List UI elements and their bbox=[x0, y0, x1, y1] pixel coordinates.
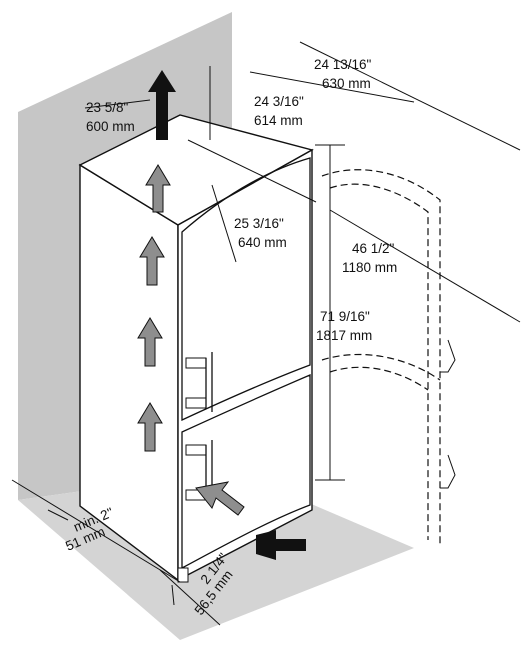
dim-door-open-depth: 46 1/2" 1180 mm bbox=[342, 241, 397, 275]
dimension-lines bbox=[11, 41, 521, 626]
upper-handle bbox=[185, 352, 213, 412]
up-arrow-icon bbox=[137, 317, 163, 367]
dim-outer-depth-metric: 630 mm bbox=[322, 76, 371, 91]
dim-door-open-depth-imperial: 46 1/2" bbox=[352, 241, 395, 256]
dim-height-metric: 1817 mm bbox=[316, 328, 372, 343]
dim-width-metric: 640 mm bbox=[238, 235, 287, 250]
dim-width-imperial: 25 3/16" bbox=[234, 216, 284, 231]
airflow-arrows bbox=[137, 164, 245, 516]
dim-body-depth-metric: 614 mm bbox=[254, 113, 303, 128]
up-arrow-icon bbox=[139, 236, 165, 286]
dim-body-depth: 24 3/16" 614 mm bbox=[254, 94, 304, 128]
diagonal-arrow-icon bbox=[195, 481, 245, 516]
dim-door-open-depth-metric: 1180 mm bbox=[342, 260, 397, 275]
dim-body-depth-imperial: 24 3/16" bbox=[254, 94, 304, 109]
dim-wall-gap: 23 5/8" 600 mm bbox=[86, 100, 135, 134]
up-arrow-icon bbox=[137, 402, 163, 452]
dim-outer-depth: 24 13/16" 630 mm bbox=[314, 57, 372, 91]
dim-height: 71 9/16" 1817 mm bbox=[316, 309, 372, 343]
base-plinth bbox=[177, 567, 189, 583]
up-arrow-icon bbox=[145, 164, 171, 213]
exhaust-arrow-icon bbox=[148, 70, 176, 140]
dim-wall-gap-imperial: 23 5/8" bbox=[86, 100, 129, 115]
dim-height-imperial: 71 9/16" bbox=[320, 309, 370, 324]
fridge bbox=[78, 114, 314, 583]
upper-door bbox=[181, 157, 311, 422]
open-door-outline bbox=[321, 169, 456, 545]
dim-outer-depth-imperial: 24 13/16" bbox=[314, 57, 372, 72]
dim-width: 25 3/16" 640 mm bbox=[234, 216, 287, 250]
intake-arrow-icon bbox=[256, 530, 306, 560]
dim-wall-gap-metric: 600 mm bbox=[86, 119, 135, 134]
lower-door bbox=[181, 374, 311, 570]
